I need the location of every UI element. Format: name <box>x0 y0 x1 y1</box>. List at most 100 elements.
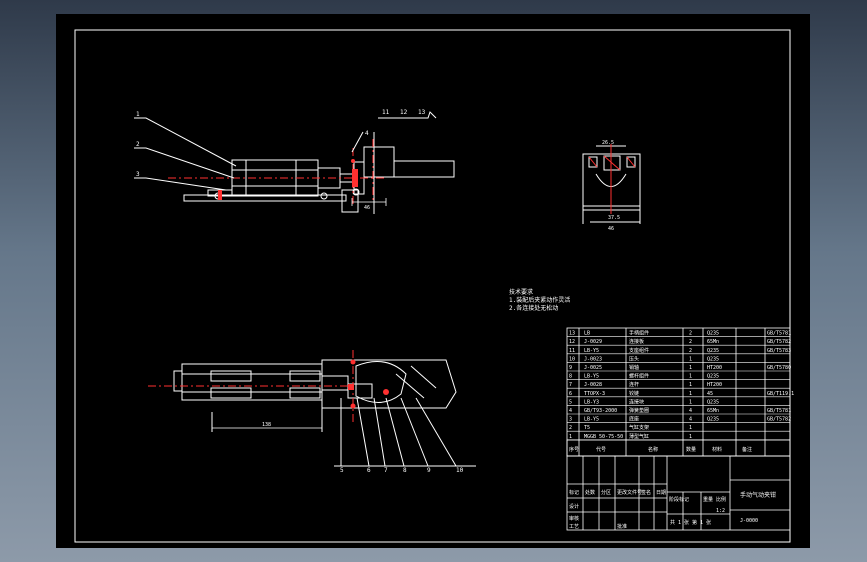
parts-row-cell: GB/T93-2000 <box>584 408 617 414</box>
parts-row-cell: Q235 <box>707 356 719 362</box>
parts-row-cell: 5 <box>569 399 572 405</box>
parts-row-cell: 4 <box>689 417 692 423</box>
parts-row-cell: 9 <box>569 365 572 371</box>
callout-4: 4 <box>365 130 369 137</box>
parts-row-cell: 薄型气缸 <box>629 433 649 440</box>
drawing-border <box>74 29 791 543</box>
side-view-fill-marks <box>218 159 358 200</box>
parts-row-cell: 7 <box>569 382 572 388</box>
parts-row-cell: J-0025 <box>584 365 602 371</box>
parts-row-cell: 8 <box>569 374 572 380</box>
side-view-leaders <box>134 111 437 191</box>
dim-detail-top: 26.5 <box>602 140 614 146</box>
parts-row-cell: 65Mn <box>707 408 719 414</box>
callout-7: 7 <box>384 467 388 474</box>
parts-row-cell: LB-Y5 <box>584 417 599 423</box>
parts-row-cell: 2 <box>689 339 692 345</box>
parts-row-cell: 1 <box>689 434 692 440</box>
sheet-count: 共 1 张 第 1 张 <box>670 519 711 526</box>
callout-3: 3 <box>136 171 140 178</box>
parts-row-cell: 1 <box>689 374 692 380</box>
header-material: 材料 <box>712 446 722 453</box>
parts-row-cell: 底座 <box>629 416 639 423</box>
parts-row-cell: 2 <box>689 331 692 337</box>
plan-view-leaders <box>334 397 476 467</box>
parts-row-cell: 3 <box>569 417 572 423</box>
weight-label: 重量 <box>703 496 713 503</box>
callout-13: 13 <box>418 109 426 116</box>
sign-label-date: 日期 <box>656 490 666 496</box>
parts-row-cell: 连接板 <box>629 338 644 345</box>
parts-row-cell: MGGB 50-75-50 <box>584 434 623 440</box>
parts-row-cell: 气缸支架 <box>629 424 649 431</box>
parts-row-cell: 10 <box>569 356 575 362</box>
parts-row-cell: 11 <box>569 348 575 354</box>
tech-requirements: 技术要求 1.装配后夹紧动作灵活 2.各连接处无松动 <box>509 288 570 312</box>
parts-row-cell: 1 <box>689 399 692 405</box>
parts-row-cell: HT200 <box>707 365 722 371</box>
header-remark: 备注 <box>742 446 752 453</box>
parts-row-cell: GB/T5783 <box>767 348 791 354</box>
title-block-text: 标记 处数 分区 更改文件号 签名 日期 设计 审核 工艺 批准 阶段标记 重量… <box>569 489 776 530</box>
parts-row-cell: GB/T119.1 <box>767 391 794 397</box>
parts-row-cell: GB/T5782 <box>767 417 791 423</box>
parts-row-cell: 6 <box>569 391 572 397</box>
detail-hatching <box>588 144 636 214</box>
parts-row-cell: 螺杆组件 <box>629 373 649 380</box>
parts-row-cell: Q235 <box>707 374 719 380</box>
callout-2: 2 <box>136 141 140 148</box>
sign-label-change: 更改文件号 <box>617 489 642 496</box>
parts-row-cell: T5 <box>584 425 590 431</box>
sign-label-mark: 标记 <box>569 489 579 496</box>
scale-value: 1:2 <box>716 508 725 514</box>
parts-row-cell: 连杆 <box>629 381 639 388</box>
parts-row-cell: GB/T5781 <box>767 408 791 414</box>
header-no: 序号 <box>569 446 579 453</box>
parts-row-cell: GB/T5782 <box>767 339 791 345</box>
parts-row-cell: 压头 <box>629 355 639 362</box>
parts-row-cell: 手柄组件 <box>629 330 649 337</box>
drawing-number: J-0000 <box>740 518 758 524</box>
scale-label: 比例 <box>716 496 726 503</box>
dim-detail-width: 37.5 <box>608 215 620 221</box>
parts-row-cell: Q235 <box>707 417 719 423</box>
dim-bottom-length: 138 <box>262 422 271 428</box>
callout-9: 9 <box>427 467 431 474</box>
tech-req-line-1: 1.装配后夹紧动作灵活 <box>509 296 570 304</box>
dimension-labels: 46 37.5 46 26.5 138 <box>262 140 620 428</box>
callout-labels: 1 2 3 11 12 13 4 5 6 7 8 9 10 <box>136 109 464 474</box>
callout-11: 11 <box>382 109 390 116</box>
parts-row-cell: LB <box>584 331 590 337</box>
callout-5: 5 <box>340 467 344 474</box>
callout-12: 12 <box>400 109 408 116</box>
process-label: 工艺 <box>569 524 579 530</box>
parts-row-cell: GB/T5781 <box>767 331 791 337</box>
parts-row-cell: Q235 <box>707 399 719 405</box>
parts-row-cell: J-0023 <box>584 356 602 362</box>
sign-label-sign: 签名 <box>641 489 651 496</box>
callout-10: 10 <box>456 467 464 474</box>
parts-row-cell: 4 <box>569 408 572 414</box>
parts-row-cell: 1 <box>689 382 692 388</box>
parts-row-cell: 1 <box>689 425 692 431</box>
parts-row-cell: 12 <box>569 339 575 345</box>
drawing-sheet: 技术要求 1.装配后夹紧动作灵活 2.各连接处无松动 <box>56 14 810 548</box>
parts-row-cell: LB-Y3 <box>584 399 599 405</box>
parts-row-cell: 销轴 <box>629 364 639 371</box>
parts-row-cell: 1 <box>689 391 692 397</box>
parts-row-cell: 1 <box>689 356 692 362</box>
parts-row-cell: 4 <box>689 408 692 414</box>
plan-view-fill-marks <box>348 359 389 409</box>
parts-list-header-text: 序号 代号 名称 数量 材料 备注 <box>569 446 752 453</box>
design-label: 设计 <box>569 503 579 510</box>
parts-row-cell: J-0029 <box>584 339 602 345</box>
title-block <box>566 455 791 531</box>
parts-row-cell: 65Mn <box>707 339 719 345</box>
callout-1: 1 <box>136 111 140 118</box>
sign-label-zone: 分区 <box>601 489 611 496</box>
parts-row-cell: 弹簧垫圈 <box>629 407 649 414</box>
parts-row-cell: 2 <box>689 348 692 354</box>
side-view-dimension <box>351 198 387 206</box>
parts-row-cell: TTOPX-3 <box>584 391 605 397</box>
